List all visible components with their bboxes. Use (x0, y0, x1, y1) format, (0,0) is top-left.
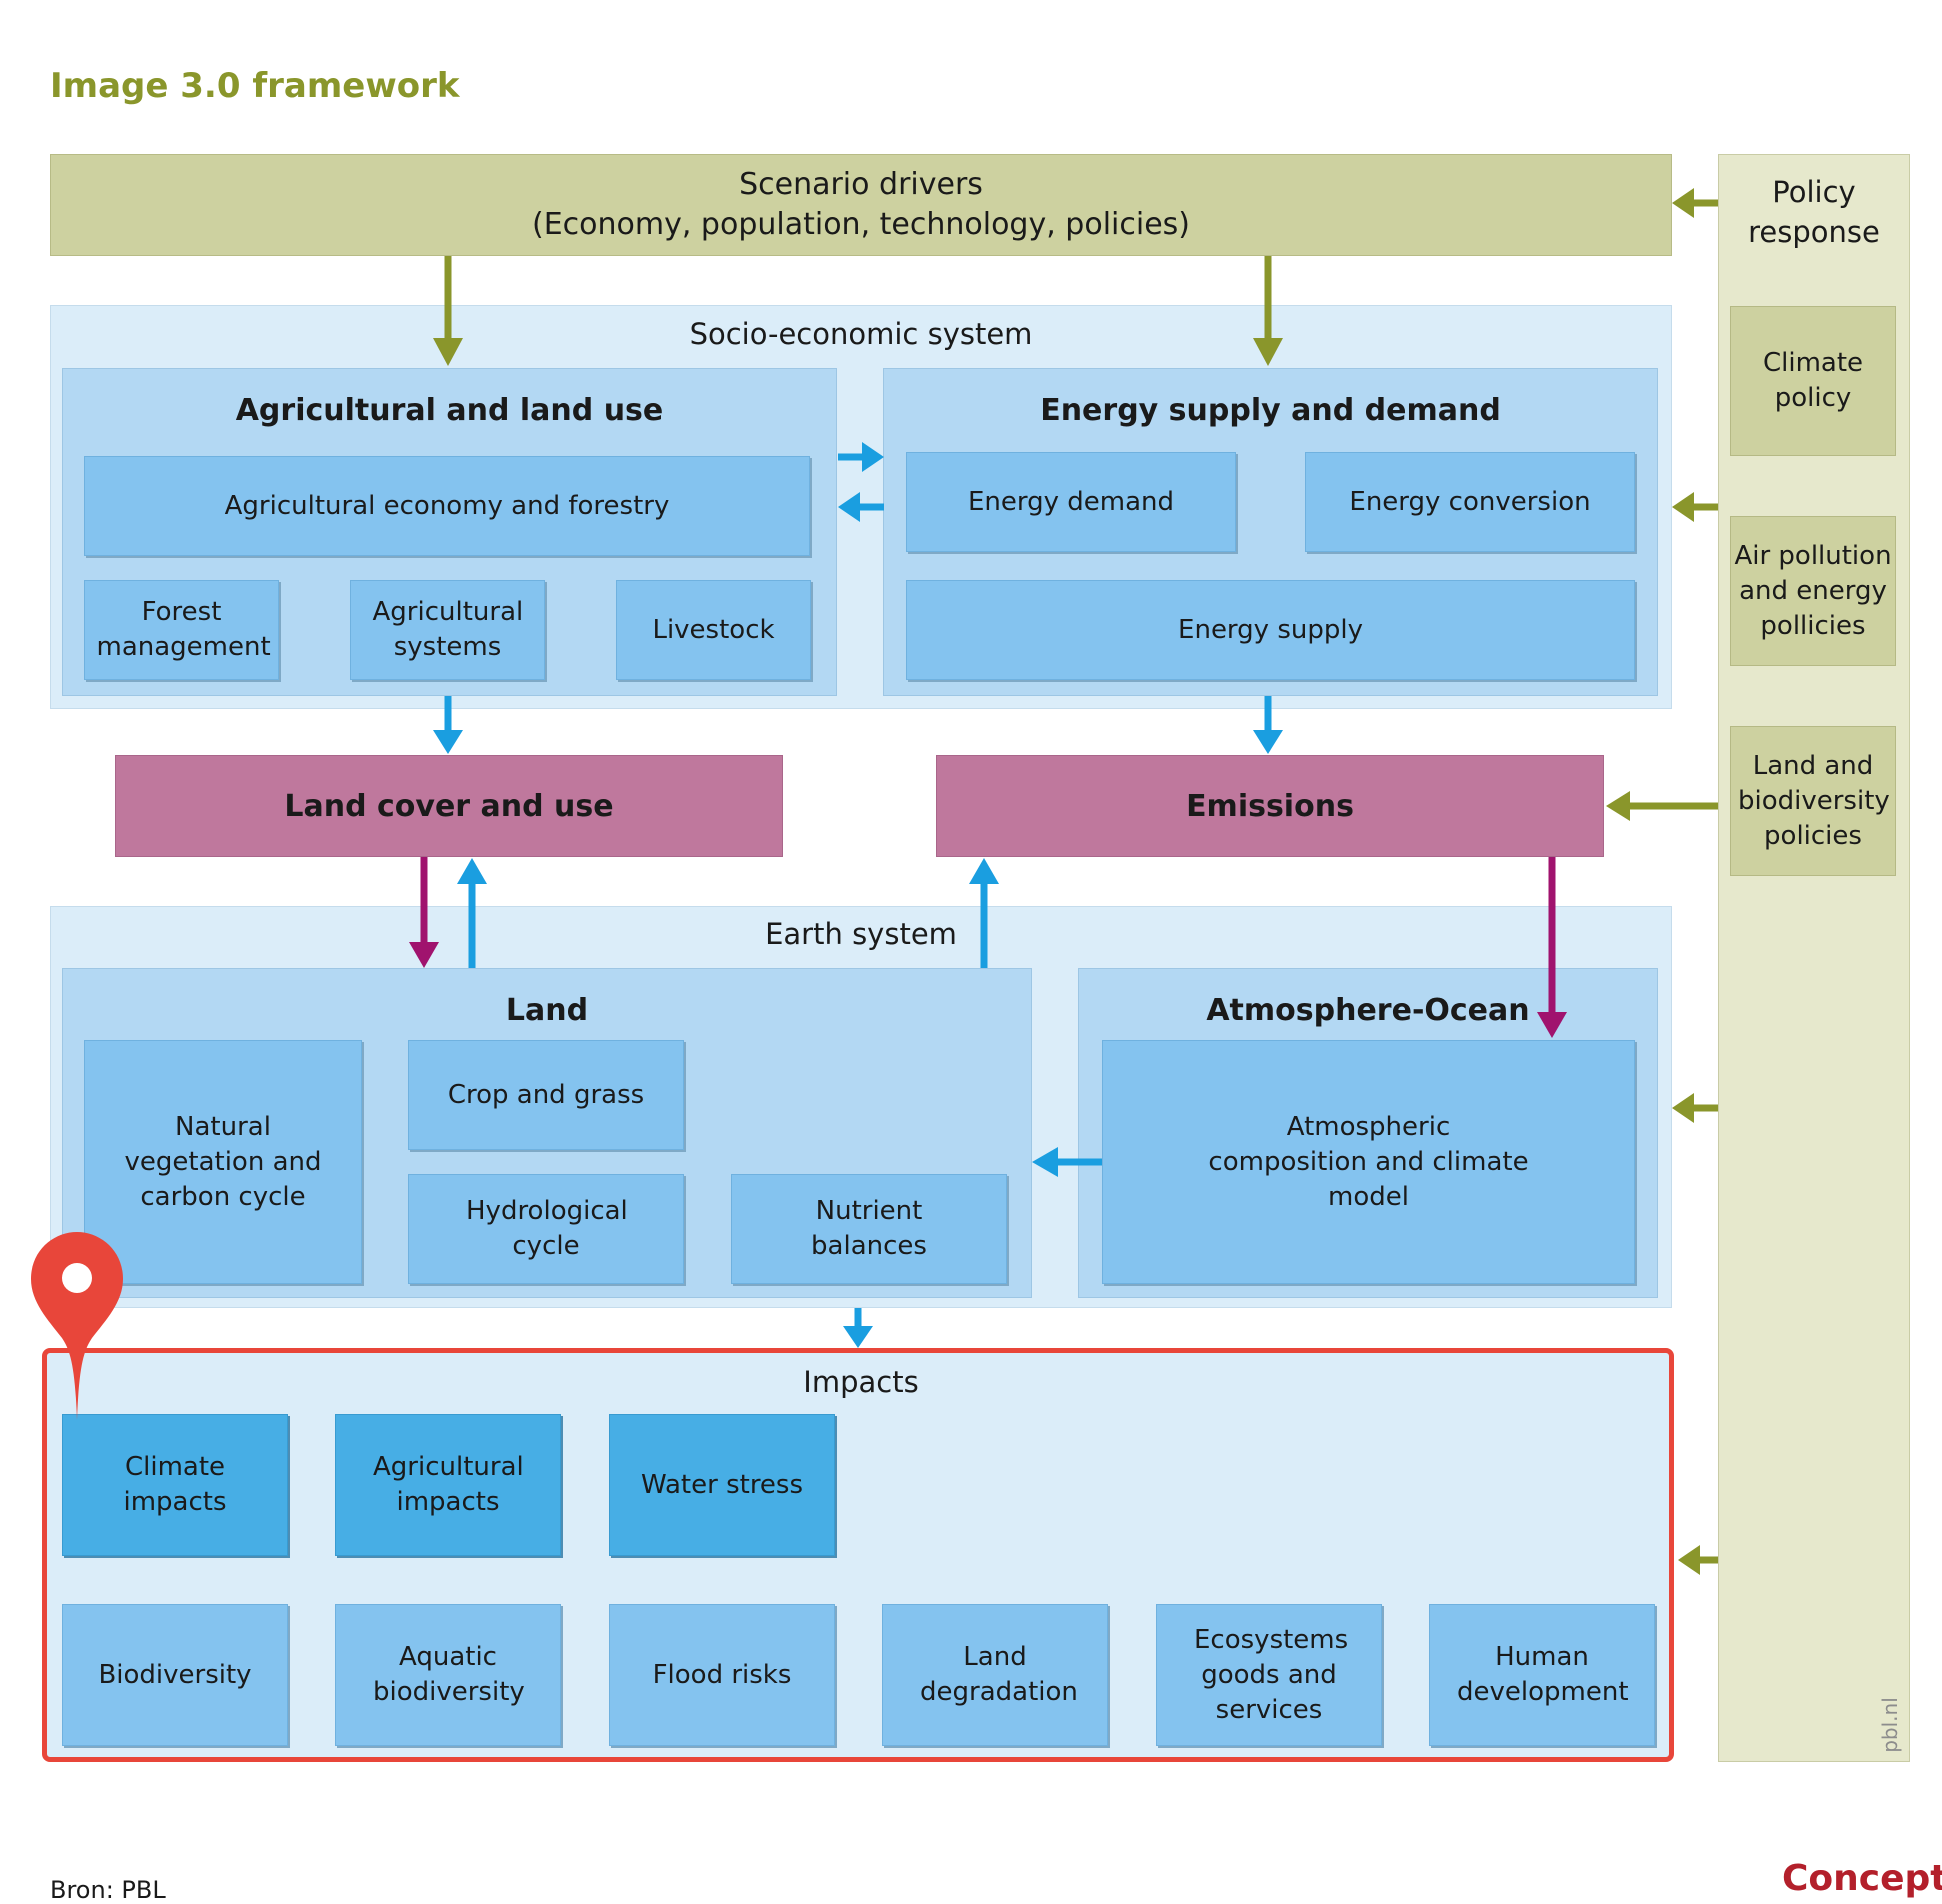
energy-supply-demand-title: Energy supply and demand (1040, 392, 1501, 428)
blue-arrow-agri-to-energy (838, 442, 884, 472)
emissions-box: Emissions (936, 755, 1604, 857)
policy-response-title: Policy response (1748, 175, 1880, 249)
forest-management-box: Forest management (84, 580, 279, 680)
biodiversity-box: Biodiversity (62, 1604, 288, 1746)
blue-arrow-energy-to-emissions (1253, 696, 1283, 754)
energy-conversion-box: Energy conversion (1305, 452, 1635, 552)
olive-arrow-to-energy (1253, 256, 1283, 366)
olive-arrow-policy-socio (1672, 492, 1718, 522)
scenario-drivers-box: Scenario drivers (Economy, population, t… (50, 154, 1672, 256)
agricultural-land-use-title: Agricultural and land use (235, 392, 664, 428)
olive-arrow-policy-earth (1672, 1093, 1718, 1123)
blue-arrow-atmosphere-to-land (1032, 1147, 1102, 1177)
land-degradation-box: Land degradation (882, 1604, 1108, 1746)
atmospheric-model-box: Atmospheric composition and climate mode… (1102, 1040, 1635, 1284)
blue-arrow-energy-to-agri (838, 492, 884, 522)
land-title: Land (505, 992, 589, 1028)
blue-arrow-land-to-emissions (969, 858, 999, 968)
hydrological-cycle-box: Hydrological cycle (408, 1174, 684, 1284)
air-pollution-policy-box: Air pollution and energy pollicies (1730, 516, 1896, 666)
olive-arrow-to-agri (433, 256, 463, 366)
natural-vegetation-box: Natural vegetation and carbon cycle (84, 1040, 362, 1284)
crop-grass-box: Crop and grass (408, 1040, 684, 1150)
energy-demand-box: Energy demand (906, 452, 1236, 552)
energy-supply-box: Energy supply (906, 580, 1635, 680)
human-development-box: Human development (1429, 1604, 1655, 1746)
location-pin-icon (31, 1232, 123, 1420)
impacts-system (42, 1348, 1674, 1762)
flood-risks-box: Flood risks (609, 1604, 835, 1746)
olive-arrow-policy-emissions (1606, 791, 1718, 821)
concept-stamp: Concept (1782, 1858, 1942, 1899)
earth-system-label: Earth system (765, 917, 957, 951)
purple-arrow-landcover-to-land (409, 857, 439, 968)
climate-policy-box: Climate policy (1730, 306, 1896, 456)
purple-arrow-emissions-to-atmosphere (1537, 857, 1567, 1038)
source-label: Bron: PBL (50, 1876, 166, 1904)
olive-arrow-policy-scenario (1672, 188, 1718, 218)
blue-arrow-land-to-landcover (457, 858, 487, 968)
olive-arrow-policy-impacts (1678, 1545, 1718, 1575)
agricultural-impacts-box: Agricultural impacts (335, 1414, 561, 1556)
agricultural-systems-box: Agricultural systems (350, 580, 545, 680)
blue-arrow-earth-to-impacts (843, 1308, 873, 1348)
blue-arrow-agri-to-landcover (433, 696, 463, 754)
water-stress-box: Water stress (609, 1414, 835, 1556)
socio-economic-label: Socio-economic system (689, 317, 1033, 351)
diagram-title: Image 3.0 framework (50, 66, 460, 106)
livestock-box: Livestock (616, 580, 811, 680)
ecosystems-services-box: Ecosystems goods and services (1156, 1604, 1382, 1746)
impacts-label: Impacts (803, 1365, 919, 1399)
nutrient-balances-box: Nutrient balances (731, 1174, 1007, 1284)
land-biodiversity-policy-box: Land and biodiversity policies (1730, 726, 1896, 876)
agricultural-economy-box: Agricultural economy and forestry (84, 456, 810, 556)
climate-impacts-box: Climate impacts (62, 1414, 288, 1556)
aquatic-biodiversity-box: Aquatic biodiversity (335, 1604, 561, 1746)
atmosphere-ocean-title: Atmosphere-Ocean (1206, 992, 1530, 1028)
land-cover-use-box: Land cover and use (115, 755, 783, 857)
